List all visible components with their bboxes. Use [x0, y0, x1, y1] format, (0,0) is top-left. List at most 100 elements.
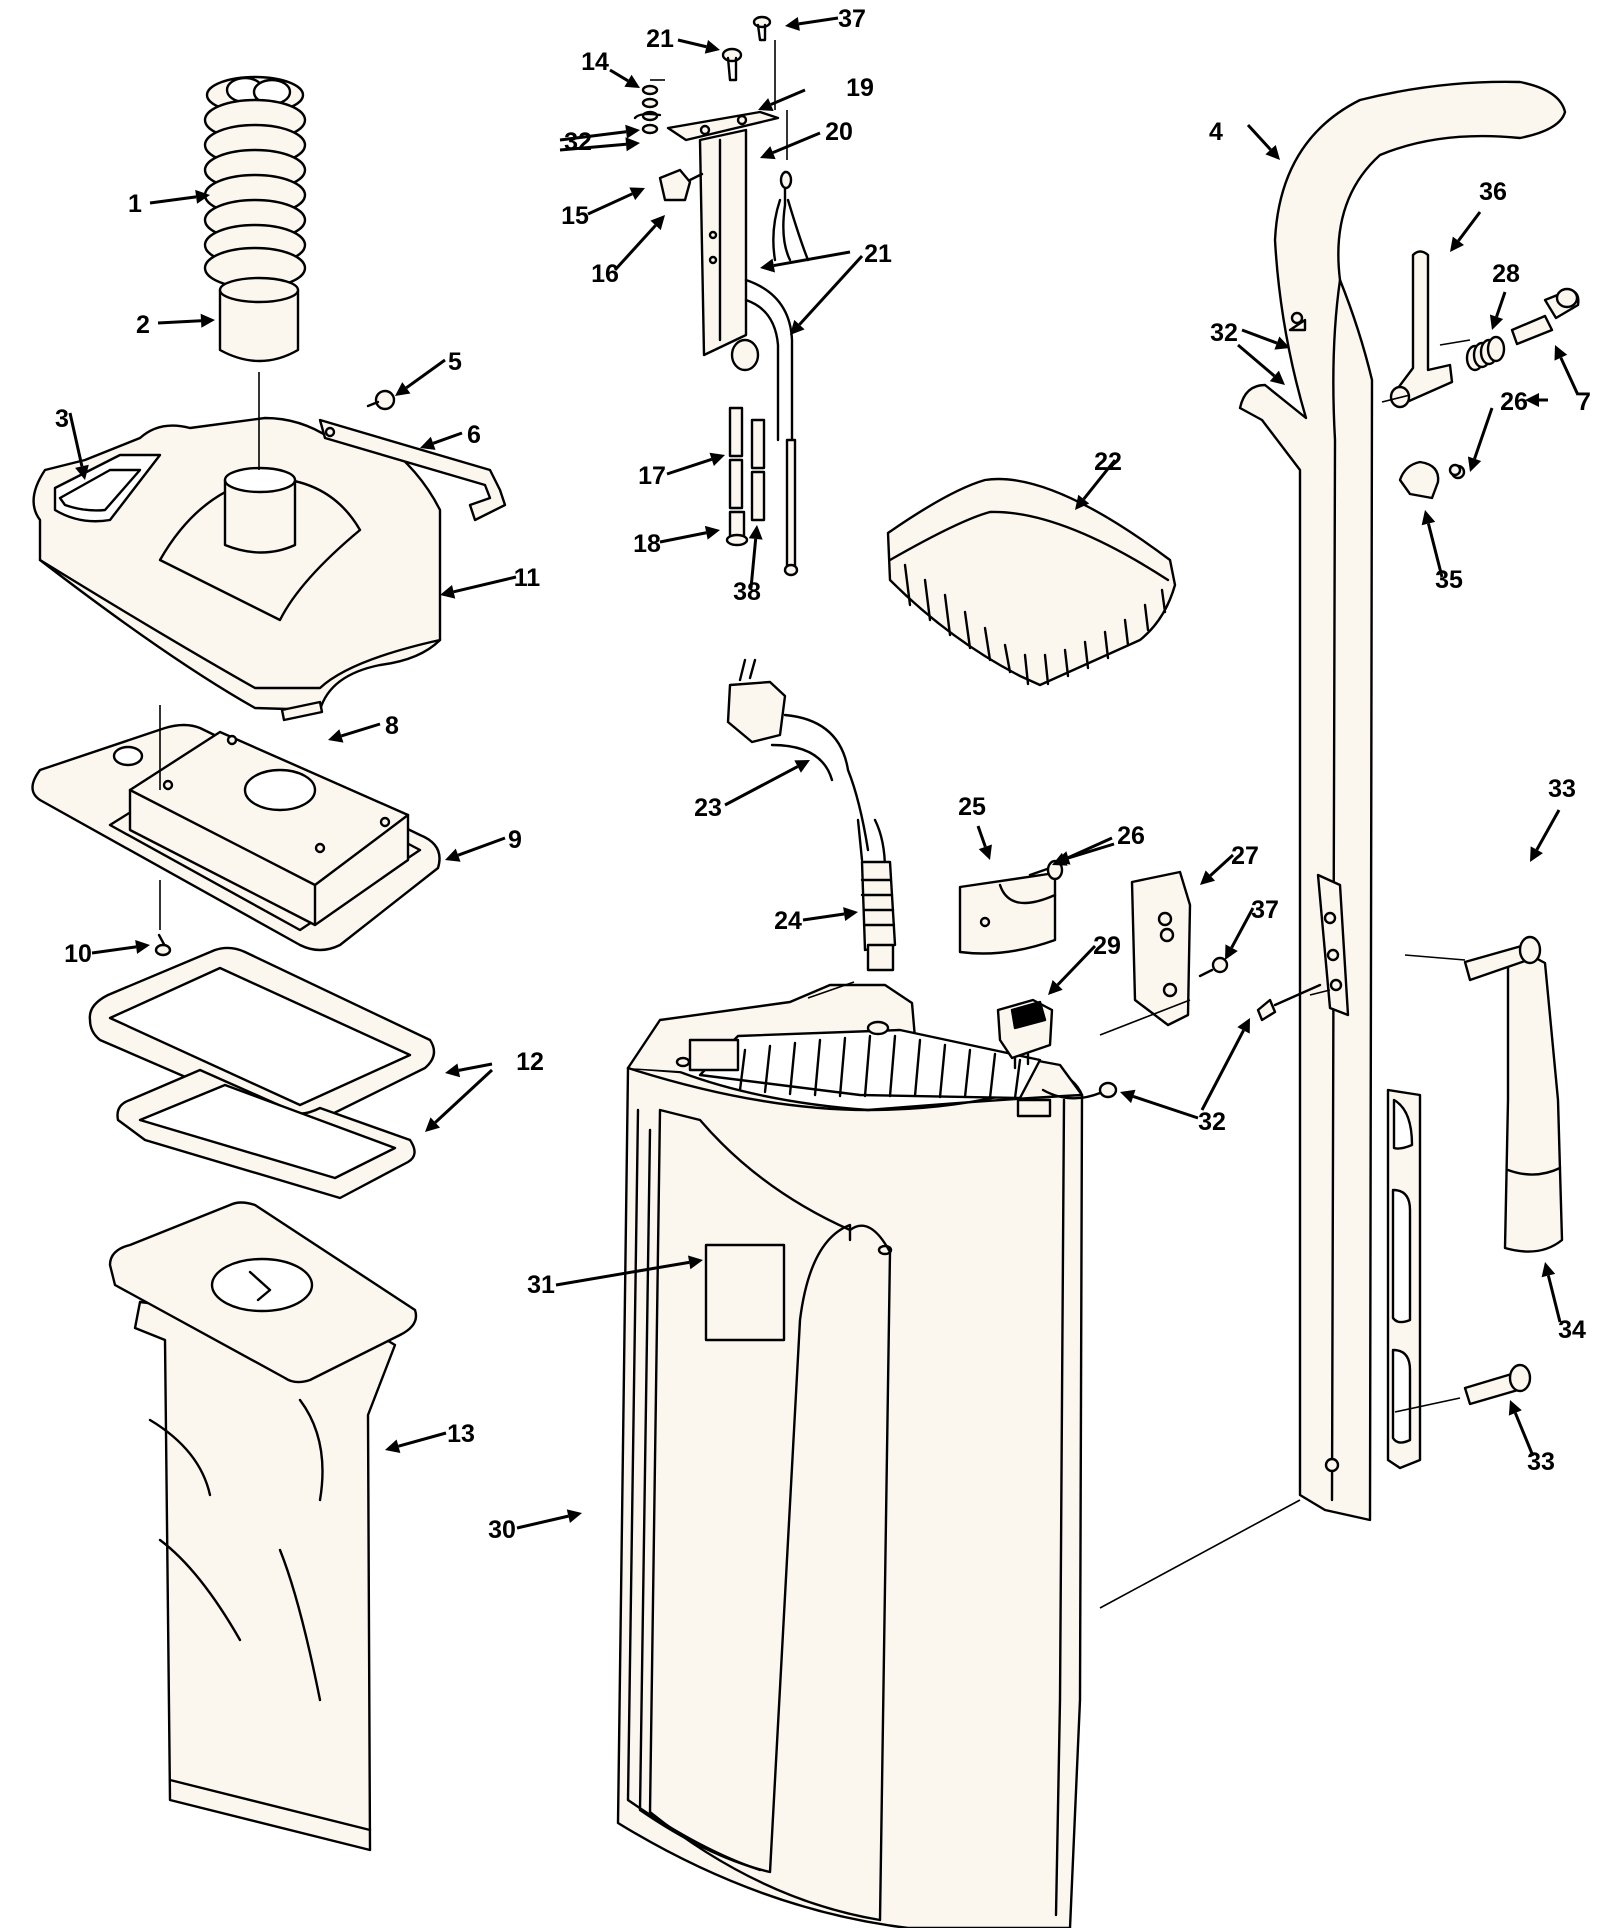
part-29-rocker-switch: [996, 998, 1054, 1070]
callout-20: 20: [825, 118, 853, 146]
part-26-screw-lower: [1028, 859, 1064, 881]
callout-21-top: 21: [646, 25, 674, 53]
callout-32-handle: 32: [1210, 319, 1238, 347]
callout-arrow: [1467, 407, 1494, 472]
callout-arrow-shaft: [1513, 1412, 1535, 1457]
callout-arrow-head: [420, 436, 436, 450]
callout-arrow-shaft: [559, 142, 627, 152]
callout-arrow-head: [440, 584, 456, 599]
callout-arrow-head: [328, 729, 344, 743]
part-28-spring: [1465, 335, 1506, 372]
callout-arrow-shaft: [1546, 1275, 1562, 1323]
callout-arrow-shaft: [398, 1431, 447, 1448]
callout-arrow-head: [1421, 510, 1436, 526]
callout-arrow-shaft: [1237, 343, 1276, 378]
callout-arrow: [445, 1062, 493, 1078]
callout-arrow-shaft: [453, 575, 517, 594]
part-2-hose-cuff: [218, 276, 300, 363]
part-17-spacers: [728, 406, 766, 522]
callout-arrow-shaft: [659, 531, 707, 544]
callout-arrow-head: [790, 319, 805, 335]
callout-arrow: [559, 137, 640, 152]
callout-arrow: [748, 525, 763, 589]
callout-arrow: [1450, 211, 1482, 252]
callout-arrow-head: [1225, 944, 1238, 960]
callout-arrow: [420, 431, 463, 450]
callout-arrow-shaft: [666, 457, 713, 476]
callout-arrow-shaft: [434, 1068, 494, 1124]
callout-arrow-shaft: [457, 836, 506, 857]
callout-arrow: [976, 825, 992, 860]
callout-15: 15: [561, 202, 589, 230]
callout-arrow-shaft: [1495, 291, 1507, 318]
callout-arrow: [149, 189, 210, 205]
callout-22: 22: [1094, 448, 1122, 476]
callout-arrow-head: [1200, 870, 1216, 885]
part-27-mounting-plate: [1130, 870, 1192, 1027]
callout-arrow: [1489, 291, 1507, 330]
callout-18: 18: [633, 530, 661, 558]
callout-arrow-head: [650, 215, 665, 231]
callout-arrow: [425, 1068, 494, 1132]
callout-arrow-shaft: [1132, 1095, 1199, 1120]
callout-5: 5: [448, 348, 462, 376]
part-12-gaskets: [88, 946, 436, 1200]
part-10-screw: [154, 933, 172, 957]
callout-arrow: [91, 939, 150, 955]
callout-arrow-head: [843, 907, 858, 921]
callout-32-left: 32: [564, 128, 592, 156]
callout-arrow: [613, 215, 665, 272]
callout-arrow: [1225, 907, 1255, 960]
callout-37-lower: 37: [1251, 896, 1279, 924]
callout-arrow-shaft: [772, 131, 821, 155]
callout-arrow-head: [625, 124, 640, 139]
part-1-hose: [203, 75, 307, 290]
callout-arrow: [328, 722, 381, 743]
callout-arrow: [1508, 1400, 1535, 1457]
part-19-bracket-plate: [666, 110, 780, 142]
callout-arrow-shaft: [432, 431, 463, 445]
callout-19: 19: [846, 74, 874, 102]
callout-27: 27: [1231, 842, 1259, 870]
callout-36: 36: [1479, 178, 1507, 206]
callout-arrow-head: [978, 844, 992, 860]
callout-38: 38: [733, 578, 761, 606]
callout-arrow-head: [1120, 1089, 1136, 1104]
part-18-standoff: [725, 510, 749, 547]
callout-24: 24: [774, 907, 802, 935]
callout-arrow-shaft: [749, 538, 758, 589]
callout-9: 9: [508, 826, 522, 854]
callout-arrow: [1048, 944, 1097, 995]
callout-30: 30: [488, 1516, 516, 1544]
part-24-cord-strain-relief: [860, 860, 897, 972]
part-5-screw: [366, 389, 396, 411]
callout-28: 28: [1492, 260, 1520, 288]
callout-arrow-head: [1525, 393, 1539, 407]
callout-arrow: [1541, 1262, 1562, 1323]
callout-arrow-head: [704, 525, 720, 540]
callout-arrow-shaft: [1067, 842, 1115, 860]
callout-arrow-head: [1237, 1018, 1250, 1034]
callout-arrow-shaft: [149, 195, 197, 205]
callout-arrow-shaft: [770, 88, 806, 106]
callout-arrow-head: [75, 464, 89, 480]
callout-arrow-head: [1554, 345, 1568, 361]
callout-arrow-head: [624, 74, 640, 88]
callout-arrow-head: [425, 1117, 441, 1132]
part-7-knob-bolt: [1510, 287, 1580, 346]
callout-arrow: [1200, 1018, 1250, 1111]
callout-17: 17: [638, 462, 666, 490]
part-9-motor-plate: [31, 723, 441, 952]
callout-arrow-shaft: [340, 722, 381, 738]
callout-35: 35: [1435, 566, 1463, 594]
callout-arrow: [760, 131, 821, 160]
callout-26-upper: 26: [1500, 388, 1528, 416]
callout-arrow-shaft: [157, 319, 202, 325]
callout-arrow-shaft: [1473, 407, 1494, 460]
callout-arrow: [1246, 123, 1280, 160]
callout-arrow: [666, 452, 725, 476]
part-21-screw-top: [721, 47, 743, 82]
callout-arrow-head: [1489, 314, 1504, 330]
callout-arrow: [440, 575, 517, 599]
callout-arrow-shaft: [1535, 809, 1561, 851]
